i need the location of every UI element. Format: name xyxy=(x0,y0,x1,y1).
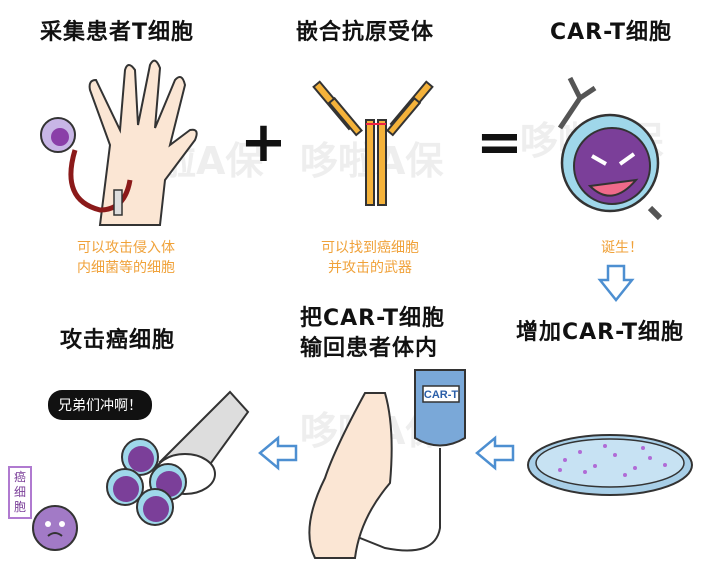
step-attack-title: 攻击癌细胞 xyxy=(60,328,176,353)
hand-blood-draw-illustration xyxy=(40,59,198,226)
step-infuse-title-line2: 输回患者体内 xyxy=(300,336,439,361)
plus-sign: + xyxy=(240,110,287,175)
antibody-receptor-illustration xyxy=(312,80,434,206)
step-receptor-caption-line2: 并攻击的武器 xyxy=(328,260,412,276)
step-collect-caption-line2: 内细菌等的细胞 xyxy=(77,260,175,276)
step-expand-title: 增加CAR-T细胞 xyxy=(516,320,685,345)
step-collect-title: 采集患者T细胞 xyxy=(40,20,195,45)
petri-dish-illustration xyxy=(527,434,693,496)
step-cart-title: CAR-T细胞 xyxy=(550,20,673,45)
left-arrow-icon xyxy=(258,435,298,471)
iv-infusion-illustration: CAR-T xyxy=(308,369,466,559)
step-receptor-title: 嵌合抗原受体 xyxy=(296,20,435,45)
step-infuse-title-line1: 把CAR-T细胞 xyxy=(300,306,446,331)
cart-cell-character-illustration xyxy=(557,76,663,221)
step-cart-caption: 诞生！ xyxy=(601,240,643,256)
step-collect-caption-line1: 可以攻击侵入体 xyxy=(77,240,175,256)
equals-sign: = xyxy=(476,110,523,175)
speech-bubble: 兄弟们冲啊！ xyxy=(48,390,152,420)
iv-bag-label: CAR-T xyxy=(424,389,458,401)
step-receptor-caption-line1: 可以找到癌细胞 xyxy=(321,240,419,256)
cancer-cell-label: 癌细胞 xyxy=(8,466,32,519)
needle-attack-illustration xyxy=(106,390,250,526)
left-arrow-icon xyxy=(475,435,515,471)
cancer-cell-illustration xyxy=(32,505,78,551)
down-arrow-icon xyxy=(597,264,635,303)
